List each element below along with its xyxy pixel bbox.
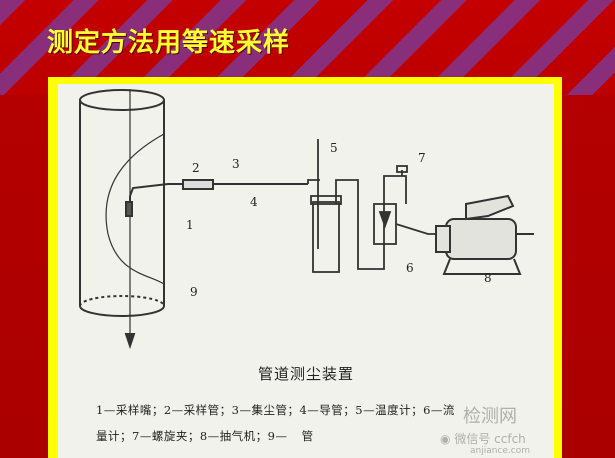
label-3: 3 xyxy=(232,157,240,171)
label-4: 4 xyxy=(250,195,258,209)
sampling-probe xyxy=(125,179,308,217)
watermark-site: 检测网 xyxy=(463,406,517,427)
label-7: 7 xyxy=(418,151,426,165)
legend-line-2-tail: 管 xyxy=(301,429,314,443)
watermark-handle: ccfch xyxy=(494,432,526,446)
collector-bottle xyxy=(307,139,385,273)
flowmeter xyxy=(373,165,443,245)
label-1: 1 xyxy=(186,218,194,232)
watermark-url: anjiance.com xyxy=(470,446,531,456)
duct-pipe xyxy=(79,89,165,350)
label-8: 8 xyxy=(484,271,492,285)
label-9: 9 xyxy=(190,285,198,299)
wechat-icon: ◉ xyxy=(440,432,451,446)
label-5: 5 xyxy=(330,141,338,155)
legend-line-1: 1—采样嘴；2—采样管；3—集尘管；4—导管；5—温度计；6—流 xyxy=(96,403,455,417)
apparatus-drawing: 1 2 3 4 5 6 7 8 9 xyxy=(79,89,534,350)
diagram-caption: 管道测尘装置 xyxy=(258,365,355,383)
label-2: 2 xyxy=(192,161,200,175)
slide-title: 测定方法用等速采样 xyxy=(47,28,291,58)
legend-line-2: 量计；7—螺旋夹；8—抽气机；9— 管 xyxy=(96,428,314,444)
scanned-diagram: 1 2 3 4 5 6 7 8 9 管道测尘装置 1—采样嘴；2—采样管；3—集… xyxy=(58,84,554,458)
label-6: 6 xyxy=(406,261,414,275)
watermark-wechat-text: 微信号 xyxy=(454,432,491,446)
watermark-wechat: ◉ 微信号 ccfch xyxy=(440,430,526,447)
legend-line-2-text: 量计；7—螺旋夹；8—抽气机；9— xyxy=(96,429,288,443)
suction-pump xyxy=(435,194,534,275)
